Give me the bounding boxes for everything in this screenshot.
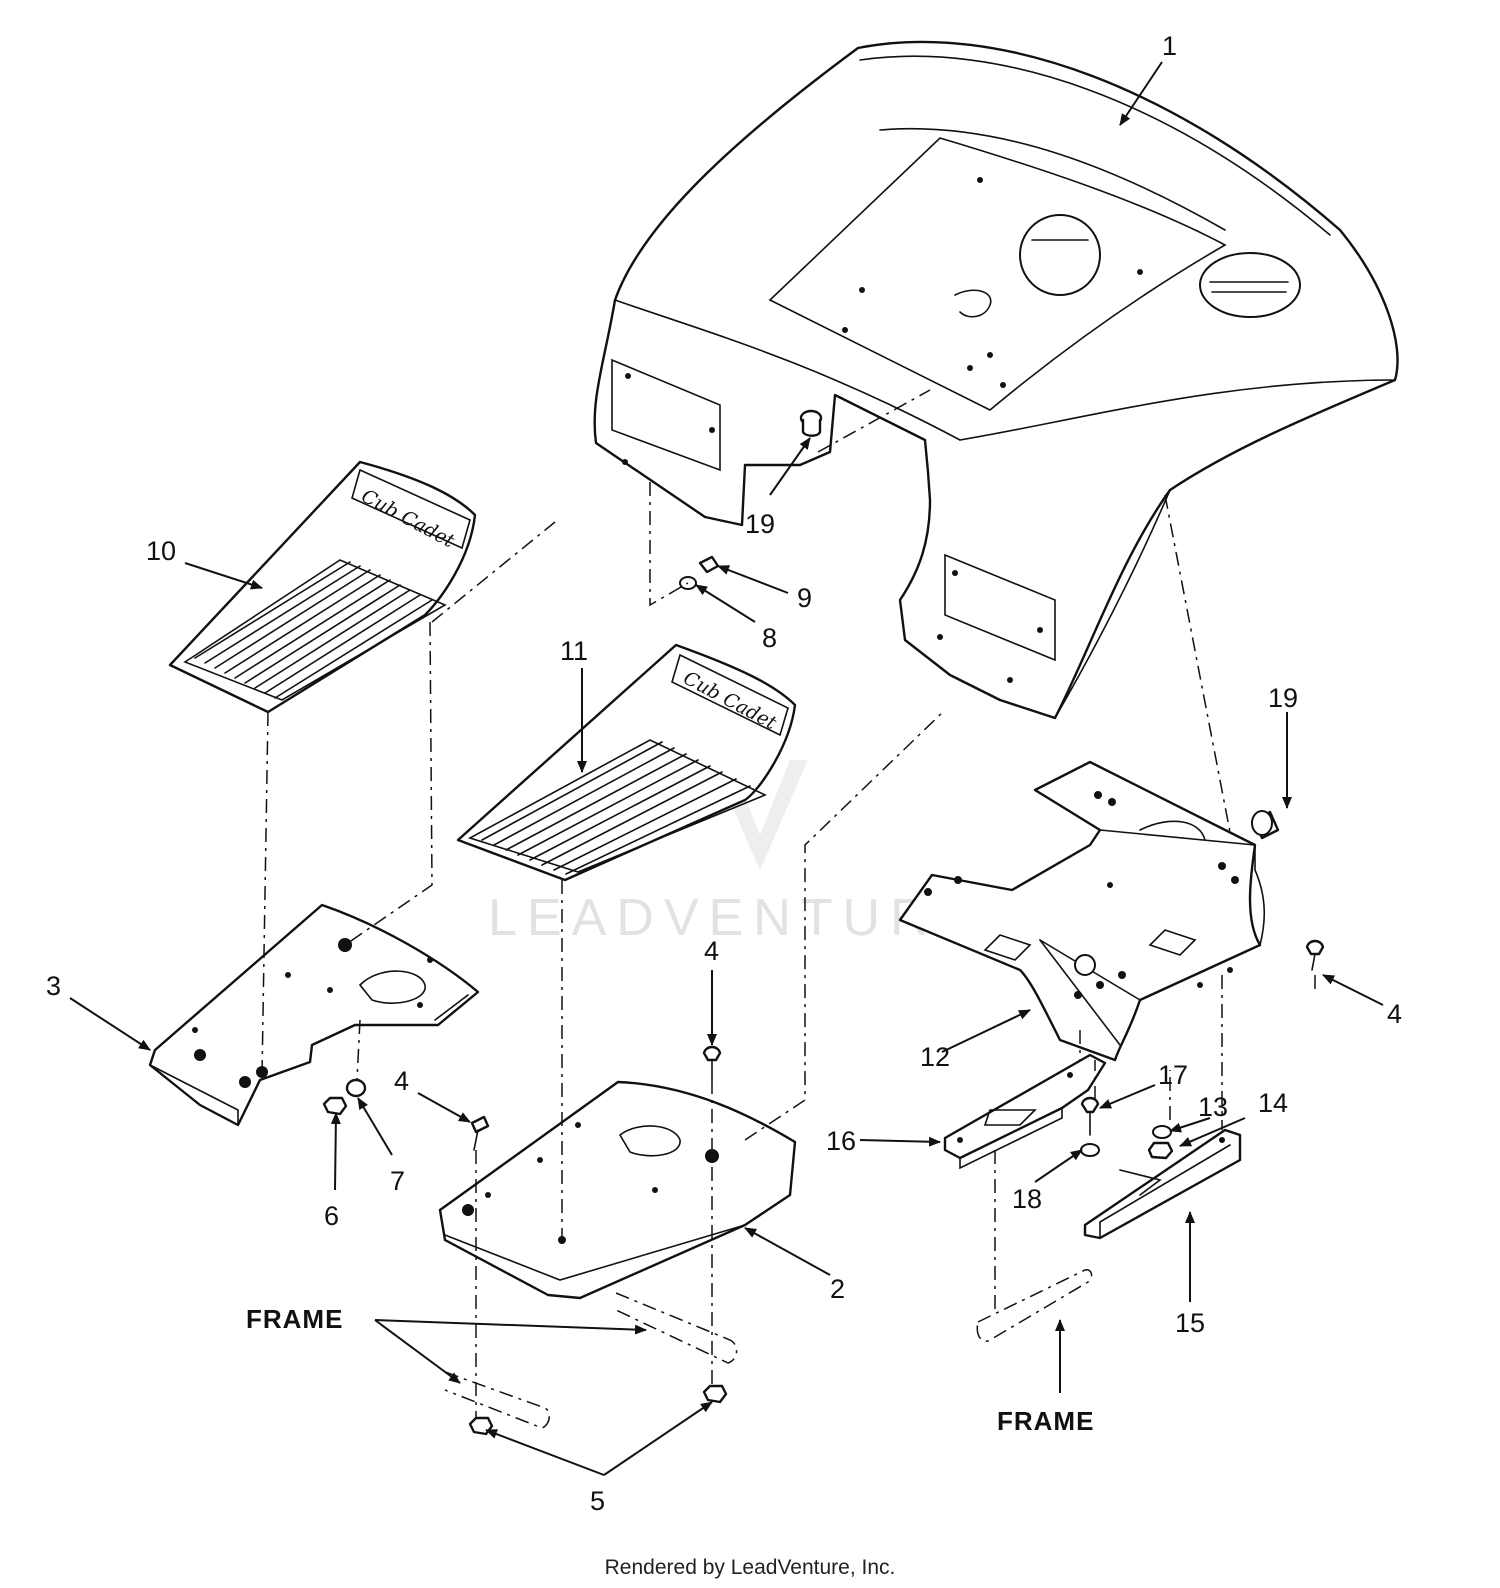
svg-text:LEADVENTURE: LEADVENTURE bbox=[488, 889, 982, 947]
frame-label-right: FRAME bbox=[997, 1406, 1094, 1436]
bolt-4-left bbox=[470, 1115, 490, 1151]
fender-hood bbox=[593, 40, 1399, 720]
callout-13: 13 bbox=[1198, 1092, 1228, 1122]
callout-5: 5 bbox=[590, 1486, 605, 1516]
callout-4-center: 4 bbox=[704, 936, 719, 966]
callout-3: 3 bbox=[46, 971, 61, 1001]
mat-center-ribs bbox=[481, 741, 751, 875]
frame-outlines bbox=[444, 1269, 1093, 1429]
callout-10: 10 bbox=[146, 536, 176, 566]
callout-19-upper: 19 bbox=[745, 509, 775, 539]
callout-15: 15 bbox=[1175, 1308, 1205, 1338]
callout-labels: 1 19 9 8 10 11 3 6 7 4 4 2 19 4 12 16 17… bbox=[46, 31, 1402, 1516]
bracket-16 bbox=[943, 1053, 1107, 1170]
callout-4-left: 4 bbox=[394, 1066, 409, 1096]
callout-7: 7 bbox=[390, 1166, 405, 1196]
hardware bbox=[322, 409, 1325, 1436]
bolt-4-right bbox=[1305, 939, 1325, 971]
callout-19-right: 19 bbox=[1268, 683, 1298, 713]
floor-mat-left: Cub Cadet bbox=[168, 460, 477, 714]
mat-left-ribs bbox=[194, 561, 433, 699]
callout-12: 12 bbox=[920, 1042, 950, 1072]
callout-14: 14 bbox=[1258, 1088, 1288, 1118]
floor-mat-center: Cub Cadet bbox=[456, 643, 797, 882]
callout-2: 2 bbox=[830, 1274, 845, 1304]
callout-9: 9 bbox=[797, 583, 812, 613]
callout-4-right: 4 bbox=[1387, 999, 1402, 1029]
grommet-19-right bbox=[1251, 810, 1280, 840]
callout-11: 11 bbox=[560, 636, 588, 666]
bolt-4-center bbox=[702, 1045, 722, 1081]
callout-16: 16 bbox=[826, 1126, 856, 1156]
callout-17: 17 bbox=[1158, 1060, 1188, 1090]
bracket-right bbox=[898, 760, 1266, 1062]
footrest-left bbox=[148, 903, 480, 1127]
callout-18: 18 bbox=[1012, 1184, 1042, 1214]
leader-lines bbox=[69, 61, 1384, 1476]
callout-6: 6 bbox=[324, 1201, 339, 1231]
callout-1: 1 bbox=[1162, 31, 1177, 61]
footer-credit: Rendered by LeadVenture, Inc. bbox=[604, 1556, 896, 1579]
grommet-19-upper bbox=[799, 409, 823, 437]
callout-8: 8 bbox=[762, 623, 777, 653]
frame-label-left: FRAME bbox=[246, 1304, 343, 1334]
channel-15 bbox=[1083, 1128, 1242, 1240]
footrest-center bbox=[438, 1080, 797, 1300]
alignment-lines bbox=[261, 389, 1316, 1418]
